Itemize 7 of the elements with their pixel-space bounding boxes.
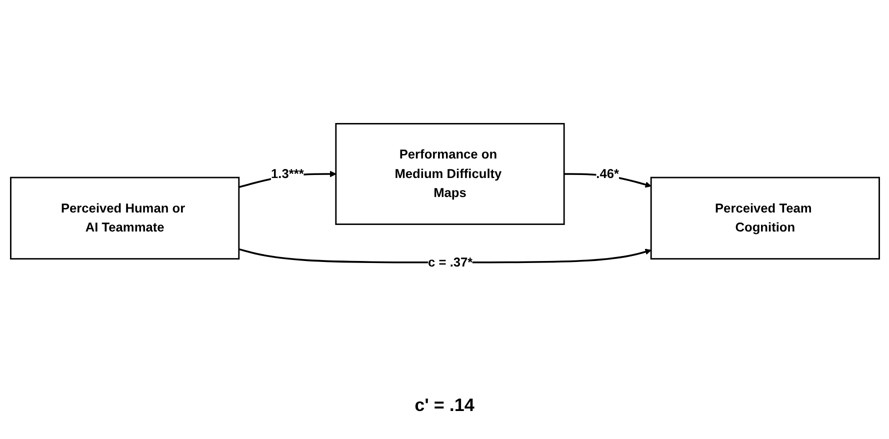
node-box: Perceived Team Cognition	[650, 176, 880, 260]
edge-label: 1.3***	[270, 166, 304, 180]
node-box: Perceived Human or AI Teammate	[10, 176, 240, 260]
node-box: Performance on Medium Difficulty Maps	[334, 122, 564, 225]
arrow	[238, 248, 651, 263]
edge-label: .46*	[596, 166, 619, 180]
path-coefficient: c' = .14	[414, 395, 474, 416]
